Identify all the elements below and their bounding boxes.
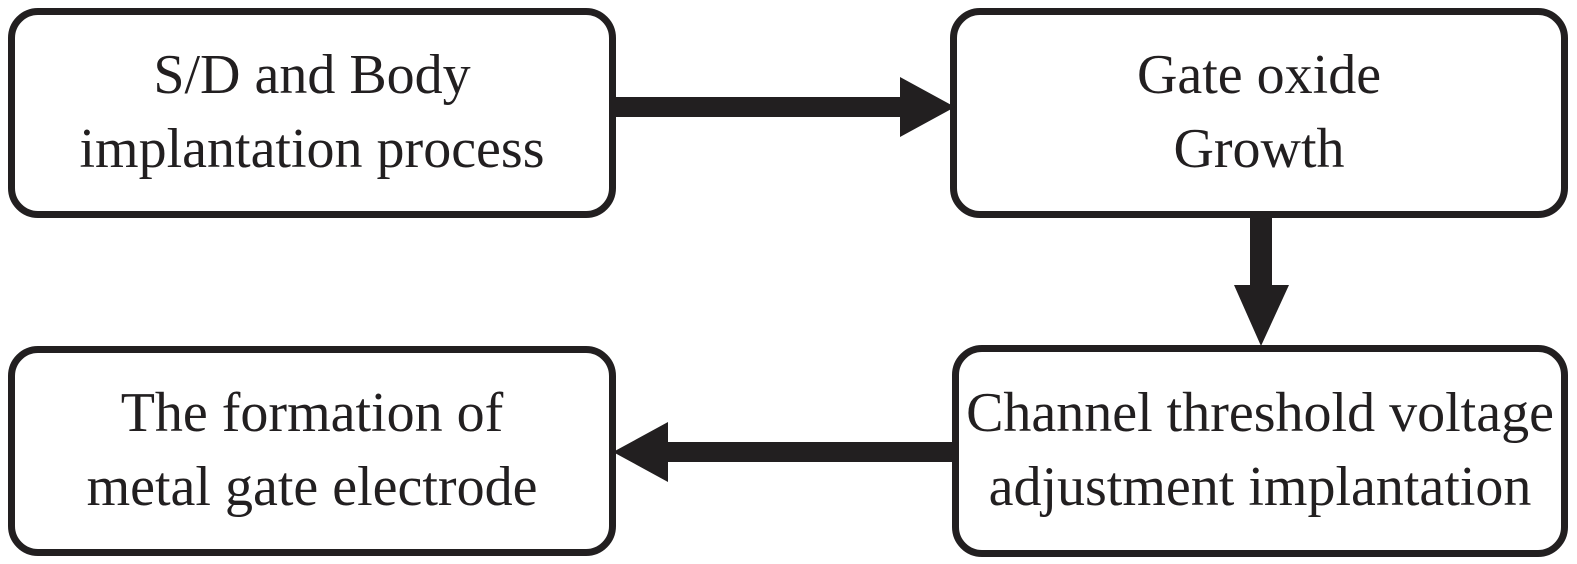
- arrow-left-icon: [613, 422, 955, 482]
- node-metal-gate-formation: The formation of metal gate electrode: [8, 346, 616, 556]
- node-label: Gate oxide Growth: [1136, 44, 1382, 180]
- arrow-down-icon: [1234, 215, 1289, 346]
- node-label: S/D and Body implantation process: [79, 44, 545, 180]
- node-sd-body-implantation: S/D and Body implantation process: [8, 8, 616, 218]
- node-label: The formation of metal gate electrode: [86, 382, 538, 518]
- arrow-right-icon: [613, 77, 955, 137]
- node-gate-oxide-growth: Gate oxide Growth: [950, 8, 1568, 218]
- node-label: Channel threshold voltage adjustment imp…: [966, 382, 1554, 518]
- node-channel-vt-adjust-implantation: Channel threshold voltage adjustment imp…: [952, 345, 1568, 557]
